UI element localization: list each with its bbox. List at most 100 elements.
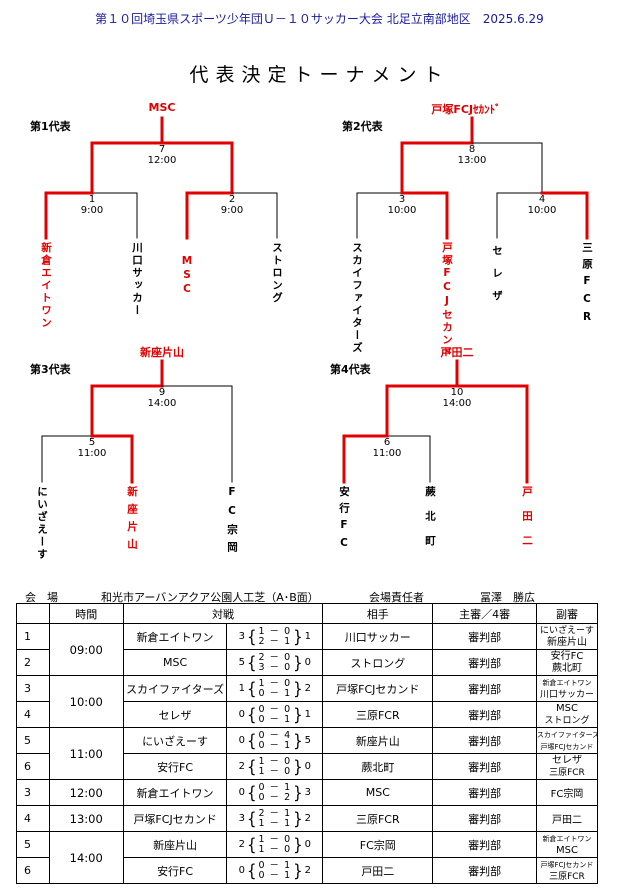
- header-referee: 主審／4審: [432, 603, 537, 624]
- home-team: 新座片山: [122, 831, 228, 858]
- bracket-2-lines: [356, 116, 589, 240]
- assistant-referee: 新倉エイトワン: [542, 678, 592, 687]
- assistant-referees: スカイファイターズ戸塚FCJセカンド: [537, 729, 596, 753]
- bracket-label: 第1代表: [30, 120, 71, 133]
- home-team: 安行FC: [122, 753, 228, 780]
- first-half: 0 － 4: [258, 729, 292, 741]
- match-time: 11:00: [77, 448, 107, 459]
- right-brace: }: [293, 730, 303, 751]
- match-no: 5: [16, 727, 50, 754]
- match-no: 1: [16, 623, 50, 650]
- match-time: 10:00: [387, 205, 417, 216]
- away-team: FC宗岡: [322, 831, 434, 858]
- right-brace: }: [293, 860, 303, 881]
- home-team: MSC: [122, 649, 228, 676]
- home-score: 5: [238, 657, 245, 668]
- left-brace: {: [246, 730, 257, 751]
- right-brace: }: [293, 834, 303, 855]
- away-score: 0: [304, 761, 312, 772]
- referee: 審判部: [432, 675, 537, 702]
- left-brace: {: [246, 704, 257, 725]
- bracket-winner: 新座片山: [140, 346, 184, 359]
- first-half: 1 － 0: [258, 833, 292, 845]
- match-time: 9:00: [80, 205, 104, 216]
- team-name: 戸田二: [521, 486, 533, 560]
- away-score: 2: [304, 813, 312, 824]
- away-team: 三原FCR: [322, 701, 434, 728]
- away-score: 0: [304, 657, 312, 668]
- page-title: 代表決定トーナメント: [189, 64, 450, 86]
- first-half: 0 － 1: [258, 781, 292, 793]
- left-brace: {: [246, 808, 257, 829]
- match-number: 8: [468, 144, 476, 155]
- second-half: 0 － 1: [258, 869, 292, 881]
- right-brace: }: [293, 808, 303, 829]
- first-half: 2 － 0: [258, 651, 292, 663]
- second-half: 0 － 1: [258, 739, 292, 751]
- home-team: 戸塚FCJセカンド: [122, 805, 228, 832]
- referee: 審判部: [432, 831, 537, 858]
- second-half: 0 － 2: [258, 791, 292, 803]
- home-score: 3: [238, 631, 245, 642]
- team-name: スカイファイターズ: [351, 242, 363, 355]
- left-brace: {: [246, 860, 257, 881]
- assistant-referee: 戸塚FCJセカンド: [540, 860, 594, 869]
- bracket-label: 第4代表: [330, 363, 371, 376]
- right-brace: }: [293, 704, 303, 725]
- team-name: 三原FCR: [581, 242, 593, 329]
- bracket-winner: MSC: [148, 101, 176, 114]
- right-brace: }: [293, 626, 303, 647]
- team-name: 川口サッカー: [131, 242, 143, 317]
- assistant-referees: 新倉エイトワン川口サッカー: [537, 677, 596, 701]
- away-score: 5: [304, 735, 312, 746]
- home-score: 0: [238, 865, 245, 876]
- assistant-referees: セレザ三原FCR: [537, 755, 596, 779]
- match-number: 6: [383, 437, 391, 448]
- page-header: 第１０回埼玉県スポーツ少年団Ｕ－１０サッカー大会 北足立南部地区 2025.6.…: [95, 12, 544, 26]
- away-team: ストロング: [322, 649, 434, 676]
- team-name: にいざえーす: [36, 486, 48, 561]
- referee: 審判部: [432, 623, 537, 650]
- match-time: 10:00: [527, 205, 557, 216]
- match-no: 4: [16, 701, 50, 728]
- left-brace: {: [246, 652, 257, 673]
- referee: 審判部: [432, 727, 537, 754]
- right-brace: }: [293, 756, 303, 777]
- second-half: 1 － 1: [258, 817, 292, 829]
- second-half: 1 － 0: [258, 843, 292, 855]
- match-number: 5: [88, 437, 96, 448]
- referee: 審判部: [432, 753, 537, 780]
- assistant-referee: にいざえーす: [539, 625, 594, 636]
- home-score: 0: [238, 787, 245, 798]
- match-no: 2: [16, 649, 50, 676]
- match-no: 6: [16, 857, 50, 884]
- second-half: 3 － 0: [258, 661, 292, 673]
- assistant-referee: FC宗岡: [535, 779, 599, 806]
- bracket-1-lines: [44, 116, 278, 240]
- home-score: 2: [238, 839, 245, 850]
- match-time: 12:00: [48, 779, 124, 806]
